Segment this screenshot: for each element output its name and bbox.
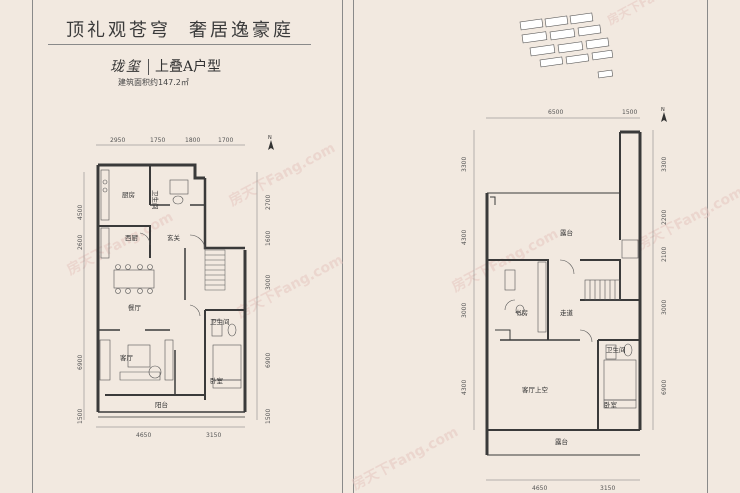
room-corridor: 走道: [560, 308, 574, 317]
room-entrance: 玄关: [167, 233, 181, 242]
dim-top-4: 1700: [218, 137, 233, 144]
room-terrace-top: 露台: [560, 228, 573, 237]
room-living: 客厅: [120, 353, 134, 362]
room-bedroom-right: 卧室: [604, 400, 618, 409]
dim-right-5: 1500: [265, 409, 272, 424]
title-underline: [48, 44, 311, 45]
dim-right-4: 6900: [265, 353, 272, 368]
dim-bottom-r1: 4650: [532, 485, 547, 492]
dim-left-1: 4500: [77, 205, 84, 220]
frame-line-left-outer: [32, 0, 33, 493]
frame-line-left-inner: [342, 0, 343, 493]
dim-left-r1: 3300: [461, 157, 468, 172]
right-floor-plan: 6500 1500 4650 3150 3300 4300 3000 4300 …: [461, 107, 668, 492]
dim-right-r1: 3300: [661, 157, 668, 172]
svg-text:N: N: [661, 107, 665, 113]
svg-text:N: N: [268, 135, 272, 141]
unit-heading: 珑玺上叠A户型: [110, 56, 221, 76]
room-study: 书房: [515, 308, 528, 317]
page-title: 顶礼观苍穹奢居逸豪庭: [66, 16, 294, 42]
room-bedroom: 卧室: [210, 376, 224, 385]
dim-top-r2: 1500: [622, 109, 637, 116]
dim-bottom-r2: 3150: [600, 485, 615, 492]
area-text: 建筑面积约147.2㎡: [118, 78, 189, 87]
room-bathroom-right: 卫生间: [606, 345, 626, 354]
dim-left-4: 1500: [77, 409, 84, 424]
watermark-5: 房天下Fang.com: [634, 183, 740, 253]
room-kitchen: 厨房: [122, 190, 135, 199]
room-balcony: 阳台: [155, 400, 168, 409]
dim-bottom-1: 4650: [136, 432, 151, 439]
room-bathroom-mid: 卫生间: [210, 317, 230, 326]
watermark-6: 房天下Fang.com: [349, 423, 461, 493]
watermark-1: 房天下Fang.com: [226, 139, 338, 209]
watermark-7: 房天下Fang.com: [604, 0, 700, 28]
north-arrow-icon-right: N: [661, 107, 667, 122]
room-bathroom-top: 卫生间: [151, 190, 160, 210]
left-furniture: [99, 169, 242, 389]
room-terrace-bottom: 露台: [555, 437, 568, 446]
left-floor-plan: 2950 1750 1800 1700 4650 3150 4500 2600 …: [77, 135, 274, 439]
dim-top-3: 1800: [185, 137, 200, 144]
dim-left-3: 6900: [77, 355, 84, 370]
unit-type: 上叠A户型: [155, 59, 222, 75]
dim-right-r4: 3000: [661, 300, 668, 315]
frame-line-right-inner: [353, 0, 354, 493]
room-dining: 餐厅: [128, 303, 142, 312]
dim-right-r3: 2100: [661, 247, 668, 262]
dim-right-3: 3000: [265, 275, 272, 290]
dim-right-r5: 6900: [661, 380, 668, 395]
dim-bottom-2: 3150: [206, 432, 221, 439]
dim-top-2: 1750: [150, 137, 165, 144]
dim-left-r2: 4300: [461, 230, 468, 245]
dim-left-2: 2600: [77, 235, 84, 250]
dim-top-r1: 6500: [548, 109, 563, 116]
room-western-kitchen: 西厨: [125, 234, 139, 242]
dim-right-2: 1600: [265, 231, 272, 246]
dim-right-r2: 2200: [661, 210, 668, 225]
key-plan-thumbnail: [519, 12, 614, 79]
dim-left-r4: 4300: [461, 380, 468, 395]
dim-left-r3: 3000: [461, 303, 468, 318]
frame-line-right-outer: [707, 0, 708, 493]
title-part-2: 奢居逸豪庭: [189, 20, 294, 41]
dim-right-1: 2700: [265, 195, 272, 210]
brand-logo-text: 珑玺: [110, 59, 142, 75]
title-part-1: 顶礼观苍穹: [66, 20, 171, 41]
watermark-3: 房天下Fang.com: [234, 251, 346, 321]
north-arrow-icon: N: [268, 135, 274, 150]
dim-top-1: 2950: [110, 137, 125, 144]
room-living-void: 客厅上空: [522, 385, 549, 394]
